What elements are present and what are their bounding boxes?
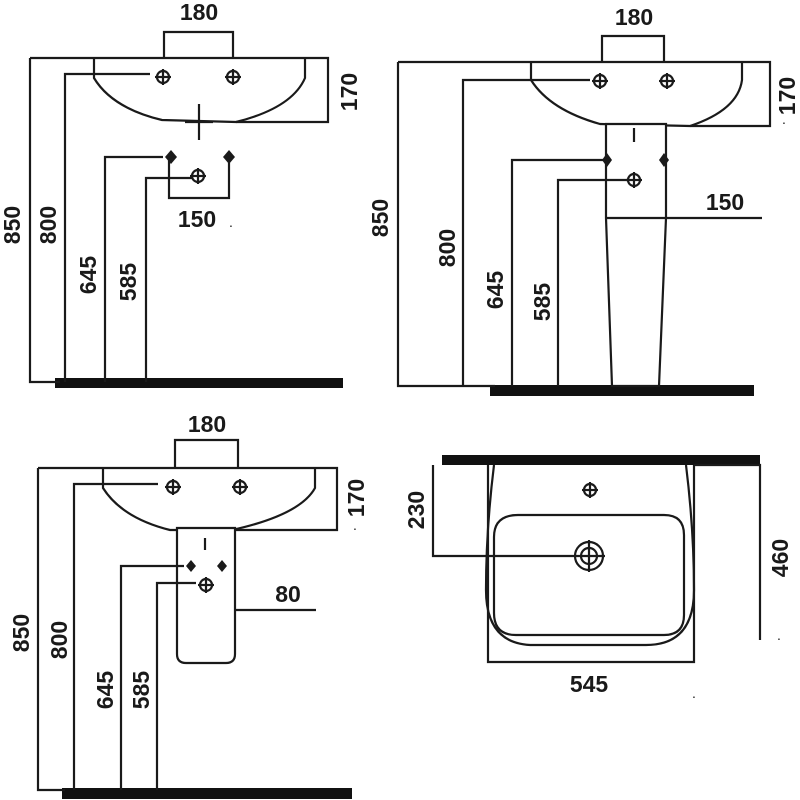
dim-800: 800 <box>46 621 72 659</box>
leader-800 <box>63 72 150 382</box>
dim-460: 460 <box>767 539 793 577</box>
leader-800 <box>72 482 158 790</box>
height-bracket <box>694 463 762 640</box>
leader-800 <box>461 78 590 386</box>
dim-585: 585 <box>128 671 154 710</box>
basin-outline <box>101 468 317 532</box>
dim-850: 850 <box>8 614 34 652</box>
basin-outline <box>529 62 744 128</box>
dim-150: 150 <box>178 206 216 232</box>
wall-bar <box>442 455 760 465</box>
pedestal-outline <box>604 122 668 388</box>
basin-outer-rim <box>484 464 696 647</box>
dim-645: 645 <box>75 256 101 295</box>
tap-dim-bracket <box>173 438 240 468</box>
dim-850: 850 <box>367 199 393 237</box>
dim-585: 585 <box>529 283 555 322</box>
tap-hole-icon <box>165 479 181 495</box>
trap-dim-bracket <box>167 160 231 200</box>
waste-outlet-icon <box>190 168 206 184</box>
waste-outlet-icon <box>626 172 642 188</box>
leader-645 <box>103 155 163 382</box>
dot-mark: . <box>353 517 357 533</box>
basin-bowl <box>492 513 686 637</box>
dot-mark: . <box>777 627 781 643</box>
waste-outlet-icon <box>198 577 214 593</box>
dim-645: 645 <box>92 671 118 710</box>
dot-mark: . <box>692 685 696 701</box>
leader-645 <box>510 158 605 386</box>
supply-point-icon <box>602 153 669 167</box>
leader-585 <box>556 178 628 386</box>
tap-hole-icon <box>232 479 248 495</box>
view-plan: 230 460 545 . . <box>403 455 793 701</box>
drain-icon <box>573 540 605 572</box>
tap-dim-bracket <box>162 30 235 58</box>
dim-180: 180 <box>188 411 226 437</box>
tap-dim-bracket <box>600 34 666 62</box>
leader-645 <box>119 564 184 790</box>
dim-170: 170 <box>336 73 362 111</box>
dot-mark: . <box>229 214 233 230</box>
dim-170: 170 <box>343 479 369 517</box>
supply-point-icon <box>165 150 235 164</box>
leader-230 <box>431 465 573 558</box>
dot-mark: . <box>782 111 786 127</box>
dim-585: 585 <box>115 263 141 302</box>
dim-170: 170 <box>774 77 800 115</box>
view-semi-pedestal-basin: 180 170 . 850 800 645 585 80 <box>8 411 369 799</box>
wall-outline <box>38 466 339 532</box>
view-wall-hung-basin: 180 170 850 800 645 585 150 . <box>0 0 362 388</box>
leader-585 <box>155 581 196 790</box>
wall-outline <box>30 56 330 124</box>
dim-80: 80 <box>275 581 301 607</box>
supply-point-icon <box>186 560 227 572</box>
dim-230: 230 <box>403 491 429 529</box>
dim-180: 180 <box>180 0 218 25</box>
view-full-pedestal-basin: 180 170 . 850 800 645 585 150 <box>367 4 800 396</box>
dim-800: 800 <box>35 206 61 244</box>
wall-outline <box>398 60 772 128</box>
tap-hole-icon <box>592 73 608 89</box>
dim-850: 850 <box>0 206 25 244</box>
tap-hole-icon <box>225 69 241 85</box>
dim-645: 645 <box>482 271 508 310</box>
leader-585 <box>144 176 192 382</box>
floor-bar <box>490 385 754 396</box>
dim-800: 800 <box>434 229 460 267</box>
tap-hole-icon <box>582 482 598 498</box>
dim-545: 545 <box>570 671 609 697</box>
floor-bar <box>62 788 352 799</box>
floor-bar <box>55 378 343 388</box>
dim-180: 180 <box>615 4 653 30</box>
tap-hole-icon <box>659 73 675 89</box>
dim-150: 150 <box>706 189 744 215</box>
tap-hole-icon <box>155 69 171 85</box>
